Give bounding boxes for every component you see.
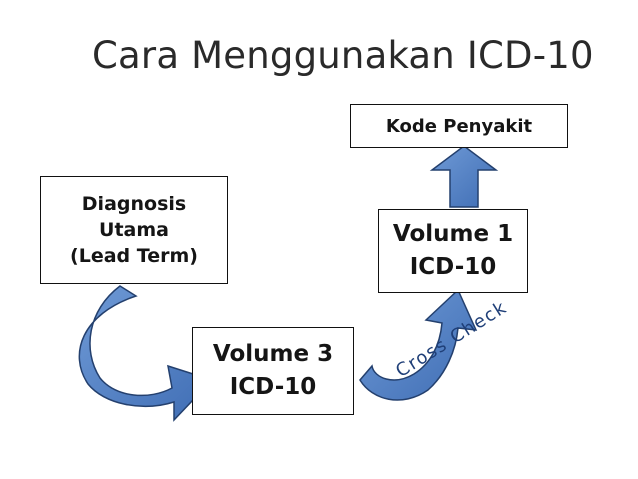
volume3-line-1: Volume 3: [212, 340, 334, 367]
volume3-line-2: ICD-10: [229, 374, 317, 400]
volume3-box: Volume 3 ICD-10: [192, 327, 354, 415]
up-arrow-volume1-to-kode: [429, 145, 499, 208]
kode-penyakit-label: Kode Penyakit: [385, 115, 533, 137]
diagnosis-line-3: (Lead Term): [70, 245, 198, 268]
curved-arrow-diagnosis-to-volume3: [78, 285, 214, 422]
diagnosis-utama-box: Diagnosis Utama (Lead Term): [40, 176, 228, 284]
curved-arrow-volume3-to-volume1: [359, 288, 478, 401]
kode-penyakit-box: Kode Penyakit: [350, 104, 568, 148]
volume1-line-1: Volume 1: [392, 220, 514, 247]
volume1-box: Volume 1 ICD-10: [378, 209, 528, 293]
diagnosis-line-2: Utama: [99, 218, 169, 241]
diagnosis-line-1: Diagnosis: [81, 192, 187, 215]
page-title: Cara Menggunakan ICD-10: [92, 34, 594, 77]
volume1-line-2: ICD-10: [409, 254, 497, 280]
